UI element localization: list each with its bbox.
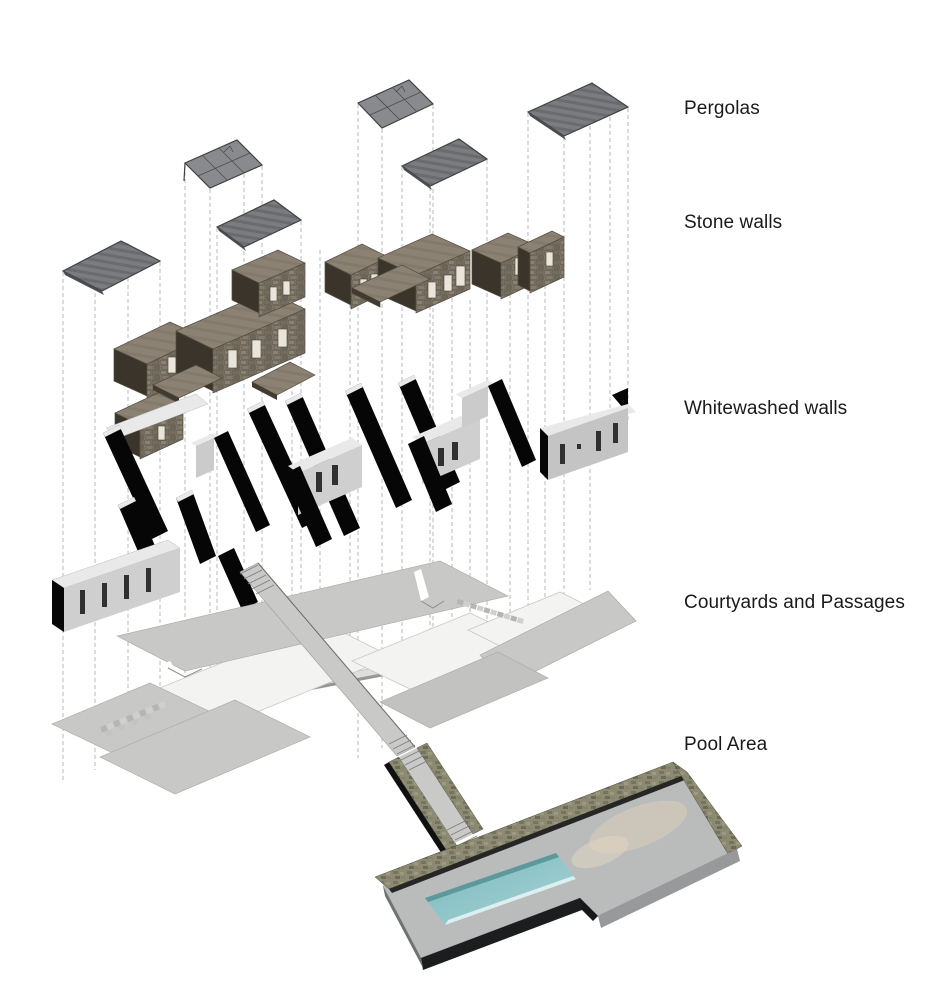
label-stone-walls: Stone walls (684, 212, 783, 233)
stone-house (231, 249, 306, 318)
stone-house (517, 230, 565, 294)
pergolas-layer (61, 79, 630, 295)
terrace-patch (571, 835, 629, 869)
step-strip-right (456, 599, 524, 624)
label-pergolas: Pergolas (684, 98, 760, 119)
pergola-hatched-4 (526, 82, 630, 140)
pool-water (425, 853, 576, 925)
stone-roof-plane (351, 264, 431, 308)
stone-walls-layer (113, 230, 565, 460)
label-pool-area: Pool Area (684, 734, 768, 755)
wall-right-small (456, 379, 536, 467)
pool-area-layer (374, 742, 743, 970)
pergola-hatched-2 (215, 199, 303, 251)
pergola-grid-1 (183, 139, 264, 189)
step-strip-left (100, 701, 167, 737)
slit-wall-left (51, 539, 181, 632)
passage (239, 562, 420, 760)
slit-wall-right (540, 388, 636, 480)
pool-stone-wall-right (672, 761, 743, 855)
pool-walkway (384, 742, 484, 854)
pergola-hatched-1 (61, 240, 162, 295)
label-courtyards: Courtyards and Passages (684, 592, 905, 613)
courtyards-layer (51, 560, 637, 795)
stone-roof-plane (152, 364, 223, 403)
pergola-grid-2 (356, 79, 435, 129)
label-whitewashed-walls: Whitewashed walls (684, 398, 848, 419)
whitewashed-walls-layer (51, 375, 636, 632)
slit-wall-center-1 (284, 438, 362, 547)
stone-roof-plane (251, 361, 316, 400)
pergola-hatched-3 (400, 138, 489, 190)
